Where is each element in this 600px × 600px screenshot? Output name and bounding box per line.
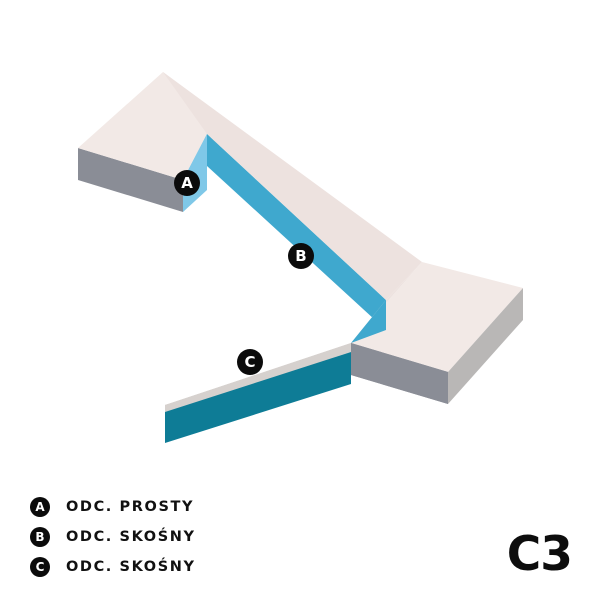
segment1-side-face xyxy=(78,148,183,212)
legend-badge-a-letter: A xyxy=(35,500,45,514)
joint-marker-c[interactable]: C xyxy=(237,349,263,375)
jointB-edge-face xyxy=(207,134,386,330)
legend-label-b: ODC. SKOŚNY xyxy=(66,529,196,545)
joint-marker-b-letter: B xyxy=(295,246,307,265)
segment3-top-face xyxy=(351,262,523,372)
legend-badge-b: B xyxy=(30,527,50,547)
legend-item-a: A ODC. PROSTY xyxy=(30,492,196,522)
jointC-edge-face xyxy=(165,352,351,443)
legend-item-c: C ODC. SKOŚNY xyxy=(30,552,196,582)
jointA-top-sliver xyxy=(183,134,212,180)
segment3-side-face xyxy=(448,288,523,404)
legend-label-c: ODC. SKOŚNY xyxy=(66,559,196,575)
legend-badge-b-letter: B xyxy=(35,530,45,544)
legend-badge-c: C xyxy=(30,557,50,577)
legend-item-b: B ODC. SKOŚNY xyxy=(30,522,196,552)
joint-marker-a[interactable]: A xyxy=(174,170,200,196)
legend: A ODC. PROSTY B ODC. SKOŚNY C ODC. SKOŚN… xyxy=(30,492,196,582)
joint-marker-b[interactable]: B xyxy=(288,243,314,269)
joint-marker-a-letter: A xyxy=(181,173,193,192)
segment4-top-face-main xyxy=(165,343,351,412)
legend-label-a: ODC. PROSTY xyxy=(66,499,195,515)
segment2-bottom-edge xyxy=(351,300,386,343)
segment2-top-face xyxy=(163,72,422,300)
legend-badge-a: A xyxy=(30,497,50,517)
figure-code: C3 xyxy=(506,527,573,582)
segment3-front-overlay xyxy=(351,343,448,404)
joint-marker-c-letter: C xyxy=(244,352,256,371)
legend-badge-c-letter: C xyxy=(35,560,45,574)
